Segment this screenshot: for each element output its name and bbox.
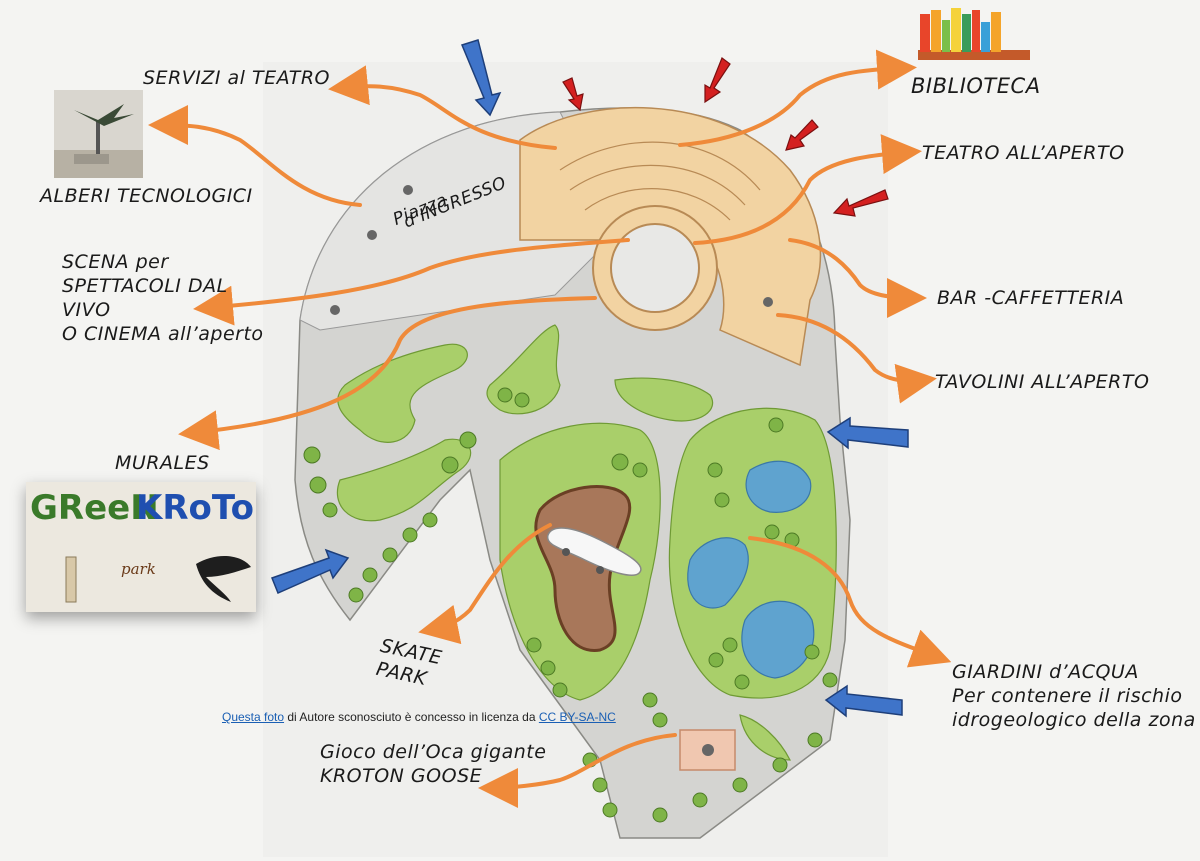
fan-icon	[330, 185, 773, 756]
shark-icon	[65, 556, 251, 603]
label-giardini-1: GIARDINI d’ACQUA	[952, 661, 1139, 683]
access-arrows	[562, 57, 889, 217]
skate-bowl	[534, 485, 642, 652]
murales-word-kroton: KRoToN	[136, 488, 256, 528]
label-scena-4: O CINEMA all’aperto	[62, 323, 264, 345]
label-arrows	[148, 49, 952, 808]
books-icon	[918, 8, 1030, 60]
entrance-arrows	[271, 39, 909, 718]
murales-image: GReeN KRoToN park	[26, 482, 256, 612]
label-gioco-1: Gioco dell’Oca gigante	[320, 741, 547, 763]
label-tavolini: TAVOLINI ALL’APERTO	[935, 371, 1150, 393]
goose-game-board	[679, 729, 736, 771]
theatre	[519, 106, 822, 367]
label-gioco-2: KROTON GOOSE	[320, 765, 483, 787]
label-giardini-2: Per contenere il rischio	[952, 685, 1183, 707]
label-alberi: ALBERI TECNOLOGICI	[40, 185, 253, 207]
label-murales: MURALES	[115, 452, 210, 474]
label-scena-1: SCENA per	[62, 251, 169, 273]
label-teatro: TEATRO ALL’APERTO	[922, 142, 1125, 164]
label-servizi: SERVIZI al TEATRO	[143, 67, 330, 89]
photo-link[interactable]: Questa foto	[222, 710, 285, 724]
label-biblioteca: BIBLIOTECA	[911, 74, 1041, 98]
water-gardens	[687, 460, 815, 679]
label-bar: BAR -CAFFETTERIA	[937, 287, 1125, 309]
image-credit: Questa foto di Autore sconosciuto è conc…	[222, 710, 616, 724]
credit-text: di Autore sconosciuto è concesso in lice…	[284, 710, 539, 724]
label-scena-2: SPETTACOLI DAL	[62, 275, 228, 297]
label-scena-3: VIVO	[62, 299, 111, 321]
murales-word-green: GReeN	[30, 488, 159, 528]
label-giardini-3: idrogeologico della zona	[952, 709, 1196, 731]
tech-tree-photo	[54, 90, 143, 178]
murales-word-park: park	[121, 560, 156, 578]
skateboard-icon	[546, 527, 642, 576]
license-link[interactable]: CC BY-SA-NC	[538, 710, 616, 724]
